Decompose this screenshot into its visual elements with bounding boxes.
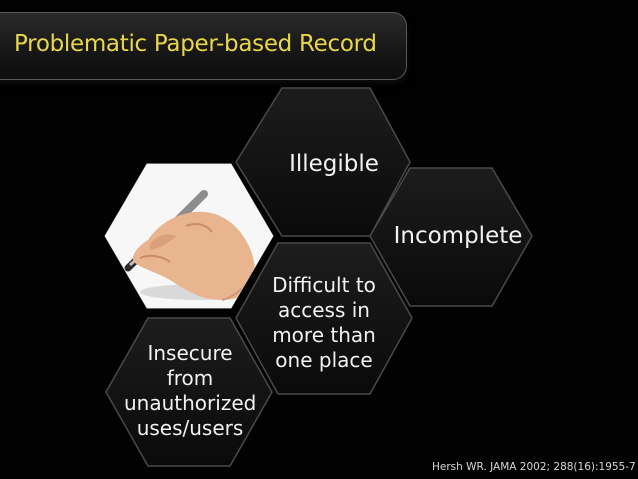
insecure-line-1: Insecure <box>147 341 233 365</box>
insecure-line-2: from <box>166 366 214 390</box>
insecure-line-3: unauthorized <box>124 391 257 415</box>
hand-writing-with-pen-icon <box>104 163 274 309</box>
title-bar <box>0 12 407 80</box>
hexagon-illegible <box>235 87 411 237</box>
difficult-line-3: more than <box>272 323 376 347</box>
hexagon-insecure-label: Insecure from unauthorized uses/users <box>124 341 256 441</box>
insecure-line-4: uses/users <box>136 416 244 440</box>
citation: Hersh WR. JAMA 2002; 288(16):1955-7 <box>432 461 636 473</box>
hexagon-difficult <box>235 242 413 395</box>
hexagon-insecure <box>105 317 273 467</box>
difficult-line-4: one place <box>275 348 373 372</box>
difficult-line-1: Difficult to <box>272 273 376 297</box>
hexagon-illegible-label: Illegible <box>289 151 379 177</box>
hexagon-incomplete-label: Incomplete <box>393 223 523 249</box>
difficult-line-2: access in <box>278 298 370 322</box>
hexagon-incomplete <box>369 167 533 307</box>
hexagon-difficult-label: Difficult to access in more than one pla… <box>264 273 384 373</box>
slide-title: Problematic Paper-based Record <box>14 31 377 57</box>
